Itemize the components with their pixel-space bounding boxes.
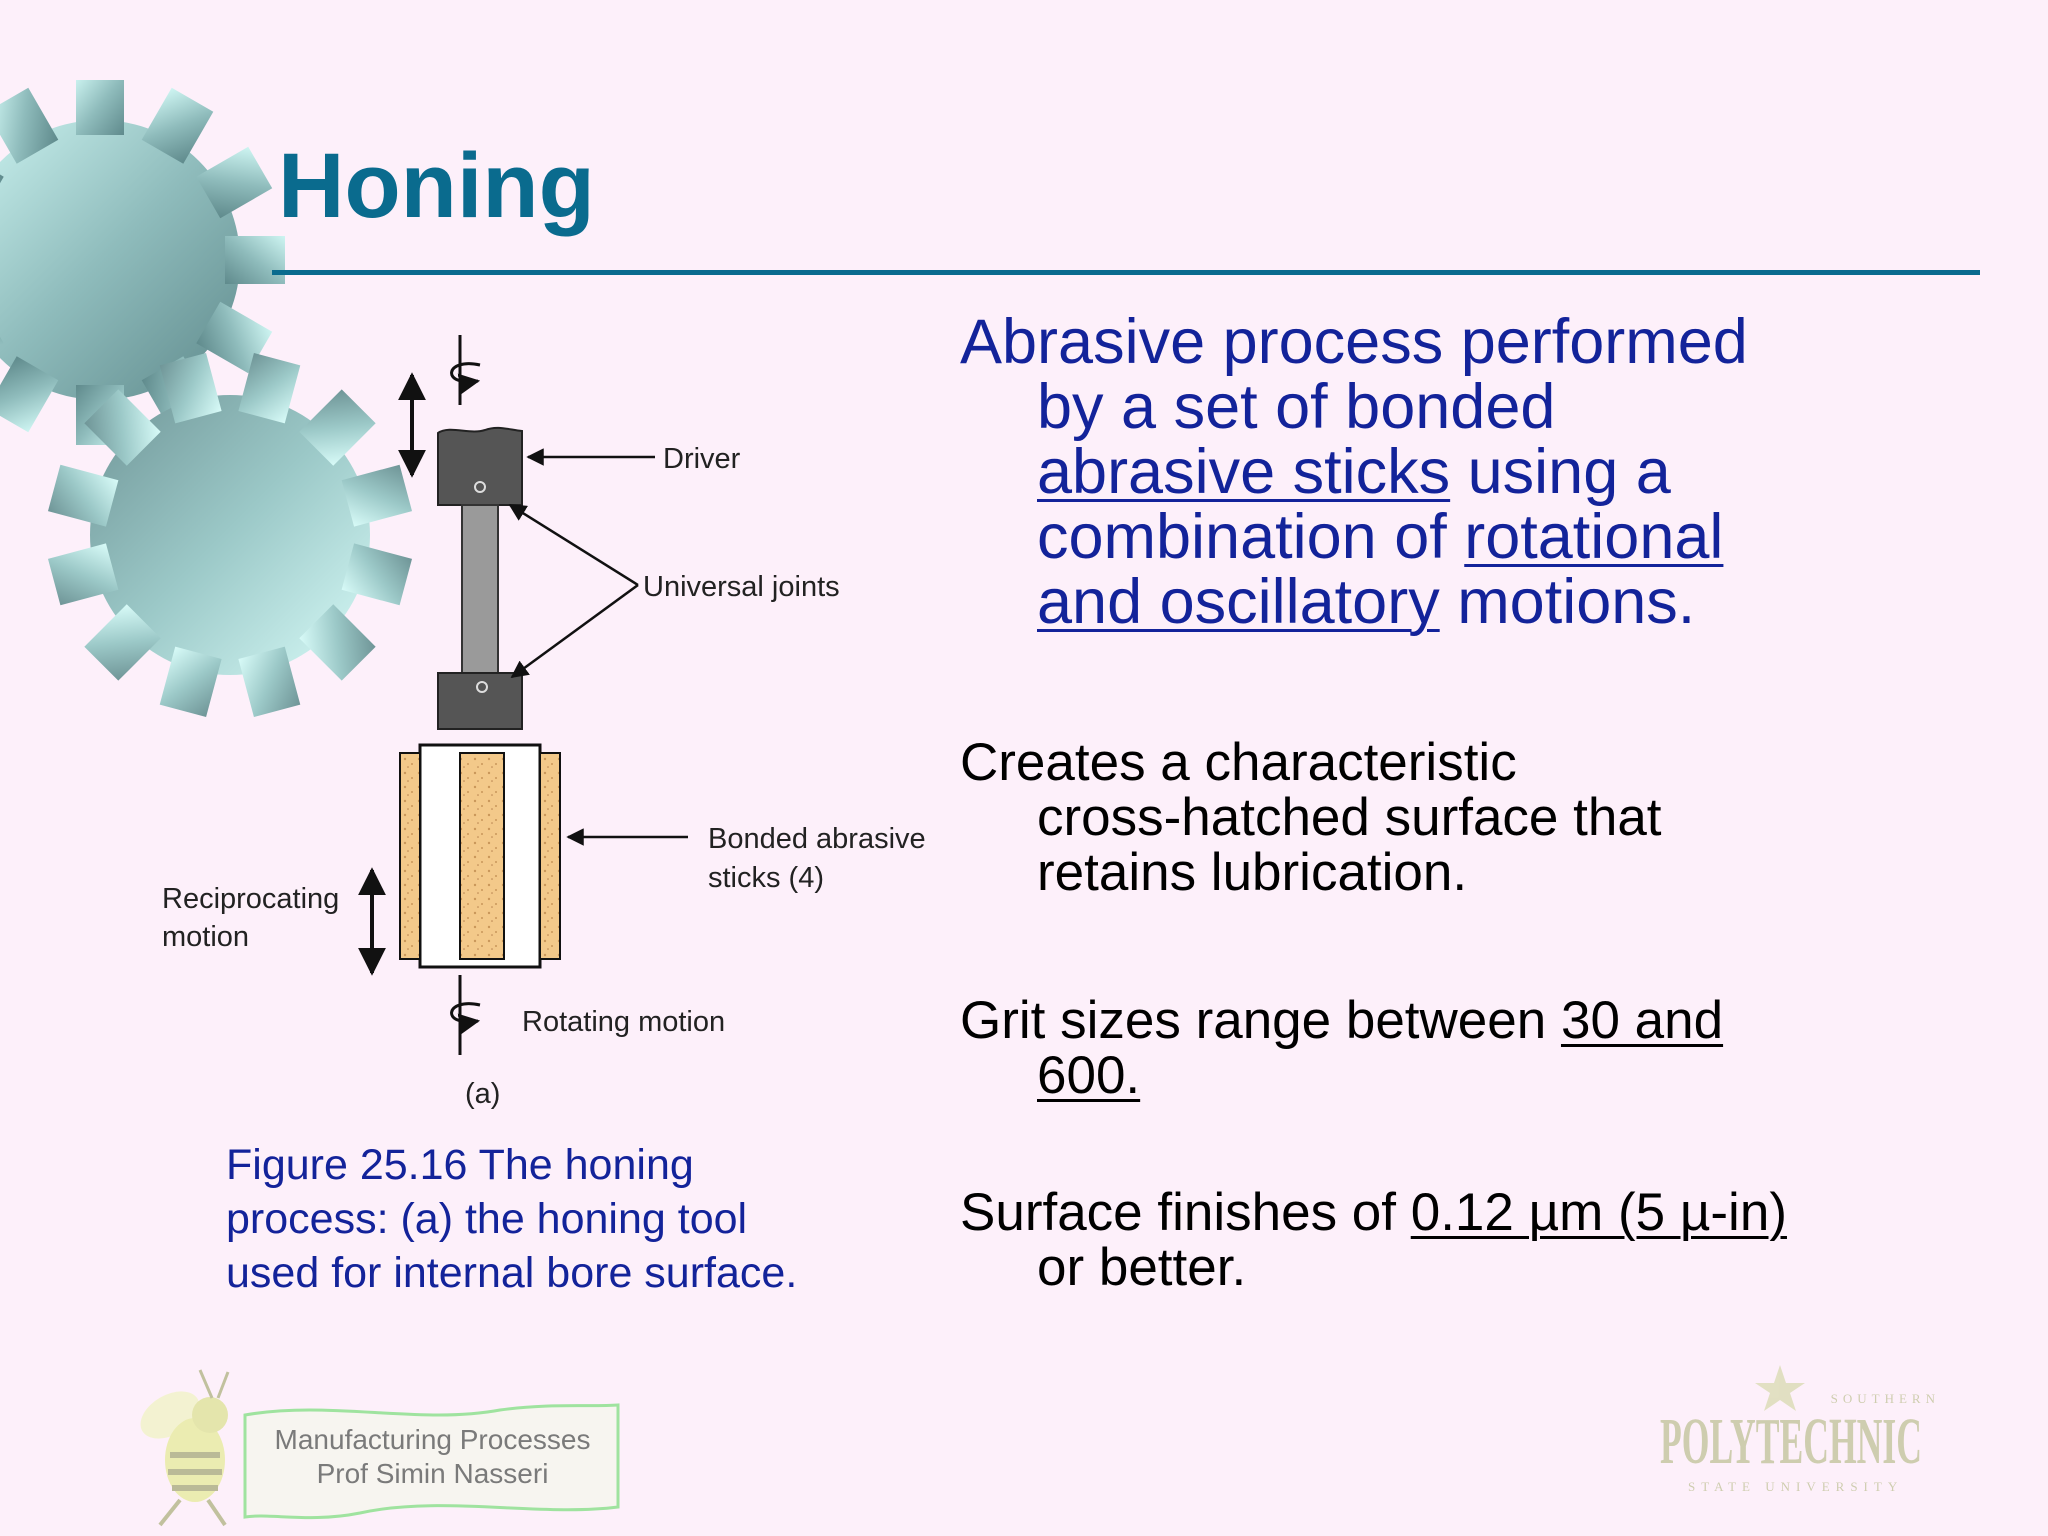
underlined-term: abrasive sticks [1037,437,1451,507]
text-line: Grit sizes range between 30 and [960,993,2000,1048]
lower-joint [437,672,523,730]
driver-head [437,426,523,506]
rotation-arrow-bottom-icon [450,975,481,1055]
footer-course-info: Manufacturing Processes Prof Simin Nasse… [250,1423,615,1491]
drive-shaft [461,504,499,674]
text-span: using a [1450,437,1671,507]
label-driver: Driver [663,443,741,475]
leader-lines [508,448,688,846]
caption-line: used for internal bore surface. [226,1249,798,1297]
surface-paragraph: Creates a characteristic cross-hatched s… [960,735,2000,900]
label-reciprocating-2: motion [162,921,249,953]
text-line: Abrasive process performed [960,307,1748,377]
text-span: Grit sizes range between [960,991,1561,1050]
text-span: Surface finishes of [960,1183,1411,1242]
text-line: 600. [960,1048,2000,1103]
grit-paragraph: Grit sizes range between 30 and 600. [960,993,2000,1103]
definition-paragraph: Abrasive process performed by a set of b… [960,310,2000,635]
text-line: retains lubrication. [1037,843,1468,902]
svg-text:SOUTHERN: SOUTHERN [1831,1391,1940,1406]
label-reciprocating-1: Reciprocating [162,883,339,915]
underlined-term: rotational [1464,502,1724,572]
slide-title: Honing [278,135,595,237]
figure-caption: Figure 25.16 The honing process: (a) the… [226,1138,866,1300]
honing-head [399,743,561,969]
underlined-term: 30 and [1560,991,1724,1050]
gear-decoration [0,80,413,718]
text-line: Creates a characteristic [960,733,1517,792]
text-line: combination of rotational [960,505,2000,570]
caption-line: Figure 25.16 The honing [226,1141,694,1189]
bee-mascot-icon [140,1369,230,1527]
svg-text:POLYTECHNIC: POLYTECHNIC [1660,1405,1922,1478]
text-span: combination of [1037,502,1465,572]
honing-tool-figure: Driver Universal joints Bonded abrasive … [162,335,926,1110]
footer-course: Manufacturing Processes [274,1424,591,1455]
underlined-term: 600. [1037,1046,1141,1105]
label-universal-joints: Universal joints [643,571,840,603]
footer-scroll-frame [243,1403,620,1520]
label-rotating: Rotating motion [522,1006,725,1038]
university-logo: SOUTHERN POLYTECHNIC STATE UNIVERSITY [1660,1365,1940,1494]
text-line: and oscillatory motions. [960,570,2000,635]
label-bonded-2: sticks (4) [708,862,824,894]
finish-paragraph: Surface finishes of 0.12 µm (5 µ-in) or … [960,1185,2000,1295]
rotation-arrow-top-icon [450,335,481,405]
gear-icon [47,352,413,718]
text-line: Surface finishes of 0.12 µm (5 µ-in) [960,1185,2000,1240]
underlined-term: 0.12 µm (5 µ-in) [1410,1183,1787,1242]
title-divider [272,270,1980,275]
text-span: motions. [1439,567,1696,637]
text-line: abrasive sticks using a [960,440,2000,505]
svg-text:STATE UNIVERSITY: STATE UNIVERSITY [1688,1479,1903,1494]
footer-professor: Prof Simin Nasseri [316,1458,549,1489]
label-sub-a: (a) [465,1078,500,1110]
text-line: cross-hatched surface that [1037,788,1662,847]
caption-line: process: (a) the honing tool [226,1195,748,1243]
label-bonded-1: Bonded abrasive [708,823,926,855]
text-line: by a set of bonded [1037,372,1556,442]
underlined-term: and oscillatory [1037,567,1440,637]
text-line: or better. [1037,1238,1247,1297]
